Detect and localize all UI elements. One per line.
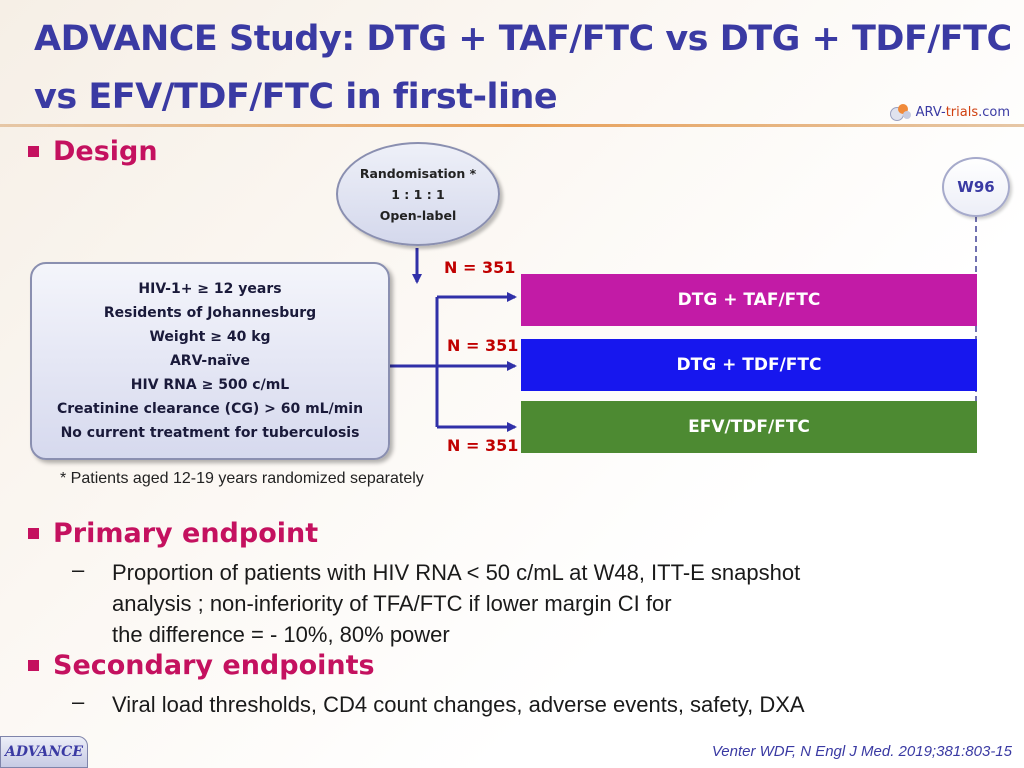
design-heading-label: Design [53, 136, 158, 167]
logo-text: ARV-trials.com [916, 105, 1010, 120]
logo-text-main: trials [945, 104, 979, 120]
study-badge: ADVANCE [0, 736, 88, 768]
primary-endpoint-text: Proportion of patients with HIV RNA < 50… [112, 557, 800, 650]
w96-marker: W96 [942, 157, 1010, 217]
criterion: ARV-naïve [169, 353, 251, 369]
arm-dtg-taf-ftc: DTG + TAF/FTC [521, 274, 977, 326]
title-divider [0, 124, 1024, 127]
title-line-1: ADVANCE Study: DTG + TAF/FTC vs DTG + TD… [34, 19, 1012, 59]
w96-label: W96 [957, 178, 995, 196]
criterion: Residents of Johannesburg [103, 305, 317, 321]
design-footnote: * Patients aged 12-19 years randomized s… [60, 470, 424, 487]
randomisation-oval: Randomisation * 1 : 1 : 1 Open-label [336, 142, 500, 246]
arm-dtg-tdf-ftc: DTG + TDF/FTC [521, 339, 977, 391]
primary-line: analysis ; non-inferiority of TFA/FTC if… [112, 591, 672, 616]
design-heading: Design [28, 136, 158, 167]
criterion: HIV RNA ≥ 500 c/mL [130, 377, 290, 393]
arm-3-n: N = 351 [447, 436, 519, 455]
secondary-endpoints-label: Secondary endpoints [53, 650, 375, 681]
arm-3-label: EFV/TDF/FTC [688, 417, 810, 437]
secondary-endpoints-heading: Secondary endpoints [28, 650, 375, 681]
dash-bullet-icon: – [72, 557, 85, 582]
primary-line: the difference = - 10%, 80% power [112, 622, 450, 647]
primary-line: Proportion of patients with HIV RNA < 50… [112, 560, 801, 585]
logo-text-suffix: .com [978, 104, 1010, 120]
criterion: Weight ≥ 40 kg [149, 329, 271, 345]
bullet-square-icon [28, 146, 39, 157]
title-line-2: vs EFV/TDF/FTC in first-line [34, 77, 558, 117]
randomisation-line-3: Open-label [379, 207, 457, 223]
inclusion-criteria-box: HIV-1+ ≥ 12 years Residents of Johannesb… [30, 262, 390, 460]
criterion: Creatinine clearance (CG) > 60 mL/min [56, 401, 364, 417]
arm-2-n: N = 351 [447, 336, 519, 355]
arm-1-label: DTG + TAF/FTC [677, 290, 821, 310]
criterion: HIV-1+ ≥ 12 years [138, 281, 282, 297]
randomisation-line-2: 1 : 1 : 1 [391, 186, 445, 202]
primary-endpoint-label: Primary endpoint [53, 518, 319, 549]
criterion: No current treatment for tuberculosis [60, 425, 360, 441]
dash-bullet-icon: – [72, 689, 85, 714]
citation: Venter WDF, N Engl J Med. 2019;381:803-1… [711, 743, 1012, 760]
primary-endpoint-heading: Primary endpoint [28, 518, 318, 549]
bullet-square-icon [28, 660, 39, 671]
logo-text-prefix: ARV- [915, 104, 946, 120]
arm-2-label: DTG + TDF/FTC [676, 355, 822, 375]
arm-1-n: N = 351 [444, 258, 516, 277]
arv-trials-logo: ARV-trials.com [889, 100, 1010, 124]
randomisation-line-1: Randomisation * [359, 165, 477, 181]
bullet-square-icon [28, 528, 39, 539]
logo-molecule-icon [889, 104, 912, 121]
slide-title: ADVANCE Study: DTG + TAF/FTC vs DTG + TD… [34, 10, 1014, 126]
arm-efv-tdf-ftc: EFV/TDF/FTC [521, 401, 977, 453]
secondary-endpoints-text: Viral load thresholds, CD4 count changes… [112, 692, 805, 717]
